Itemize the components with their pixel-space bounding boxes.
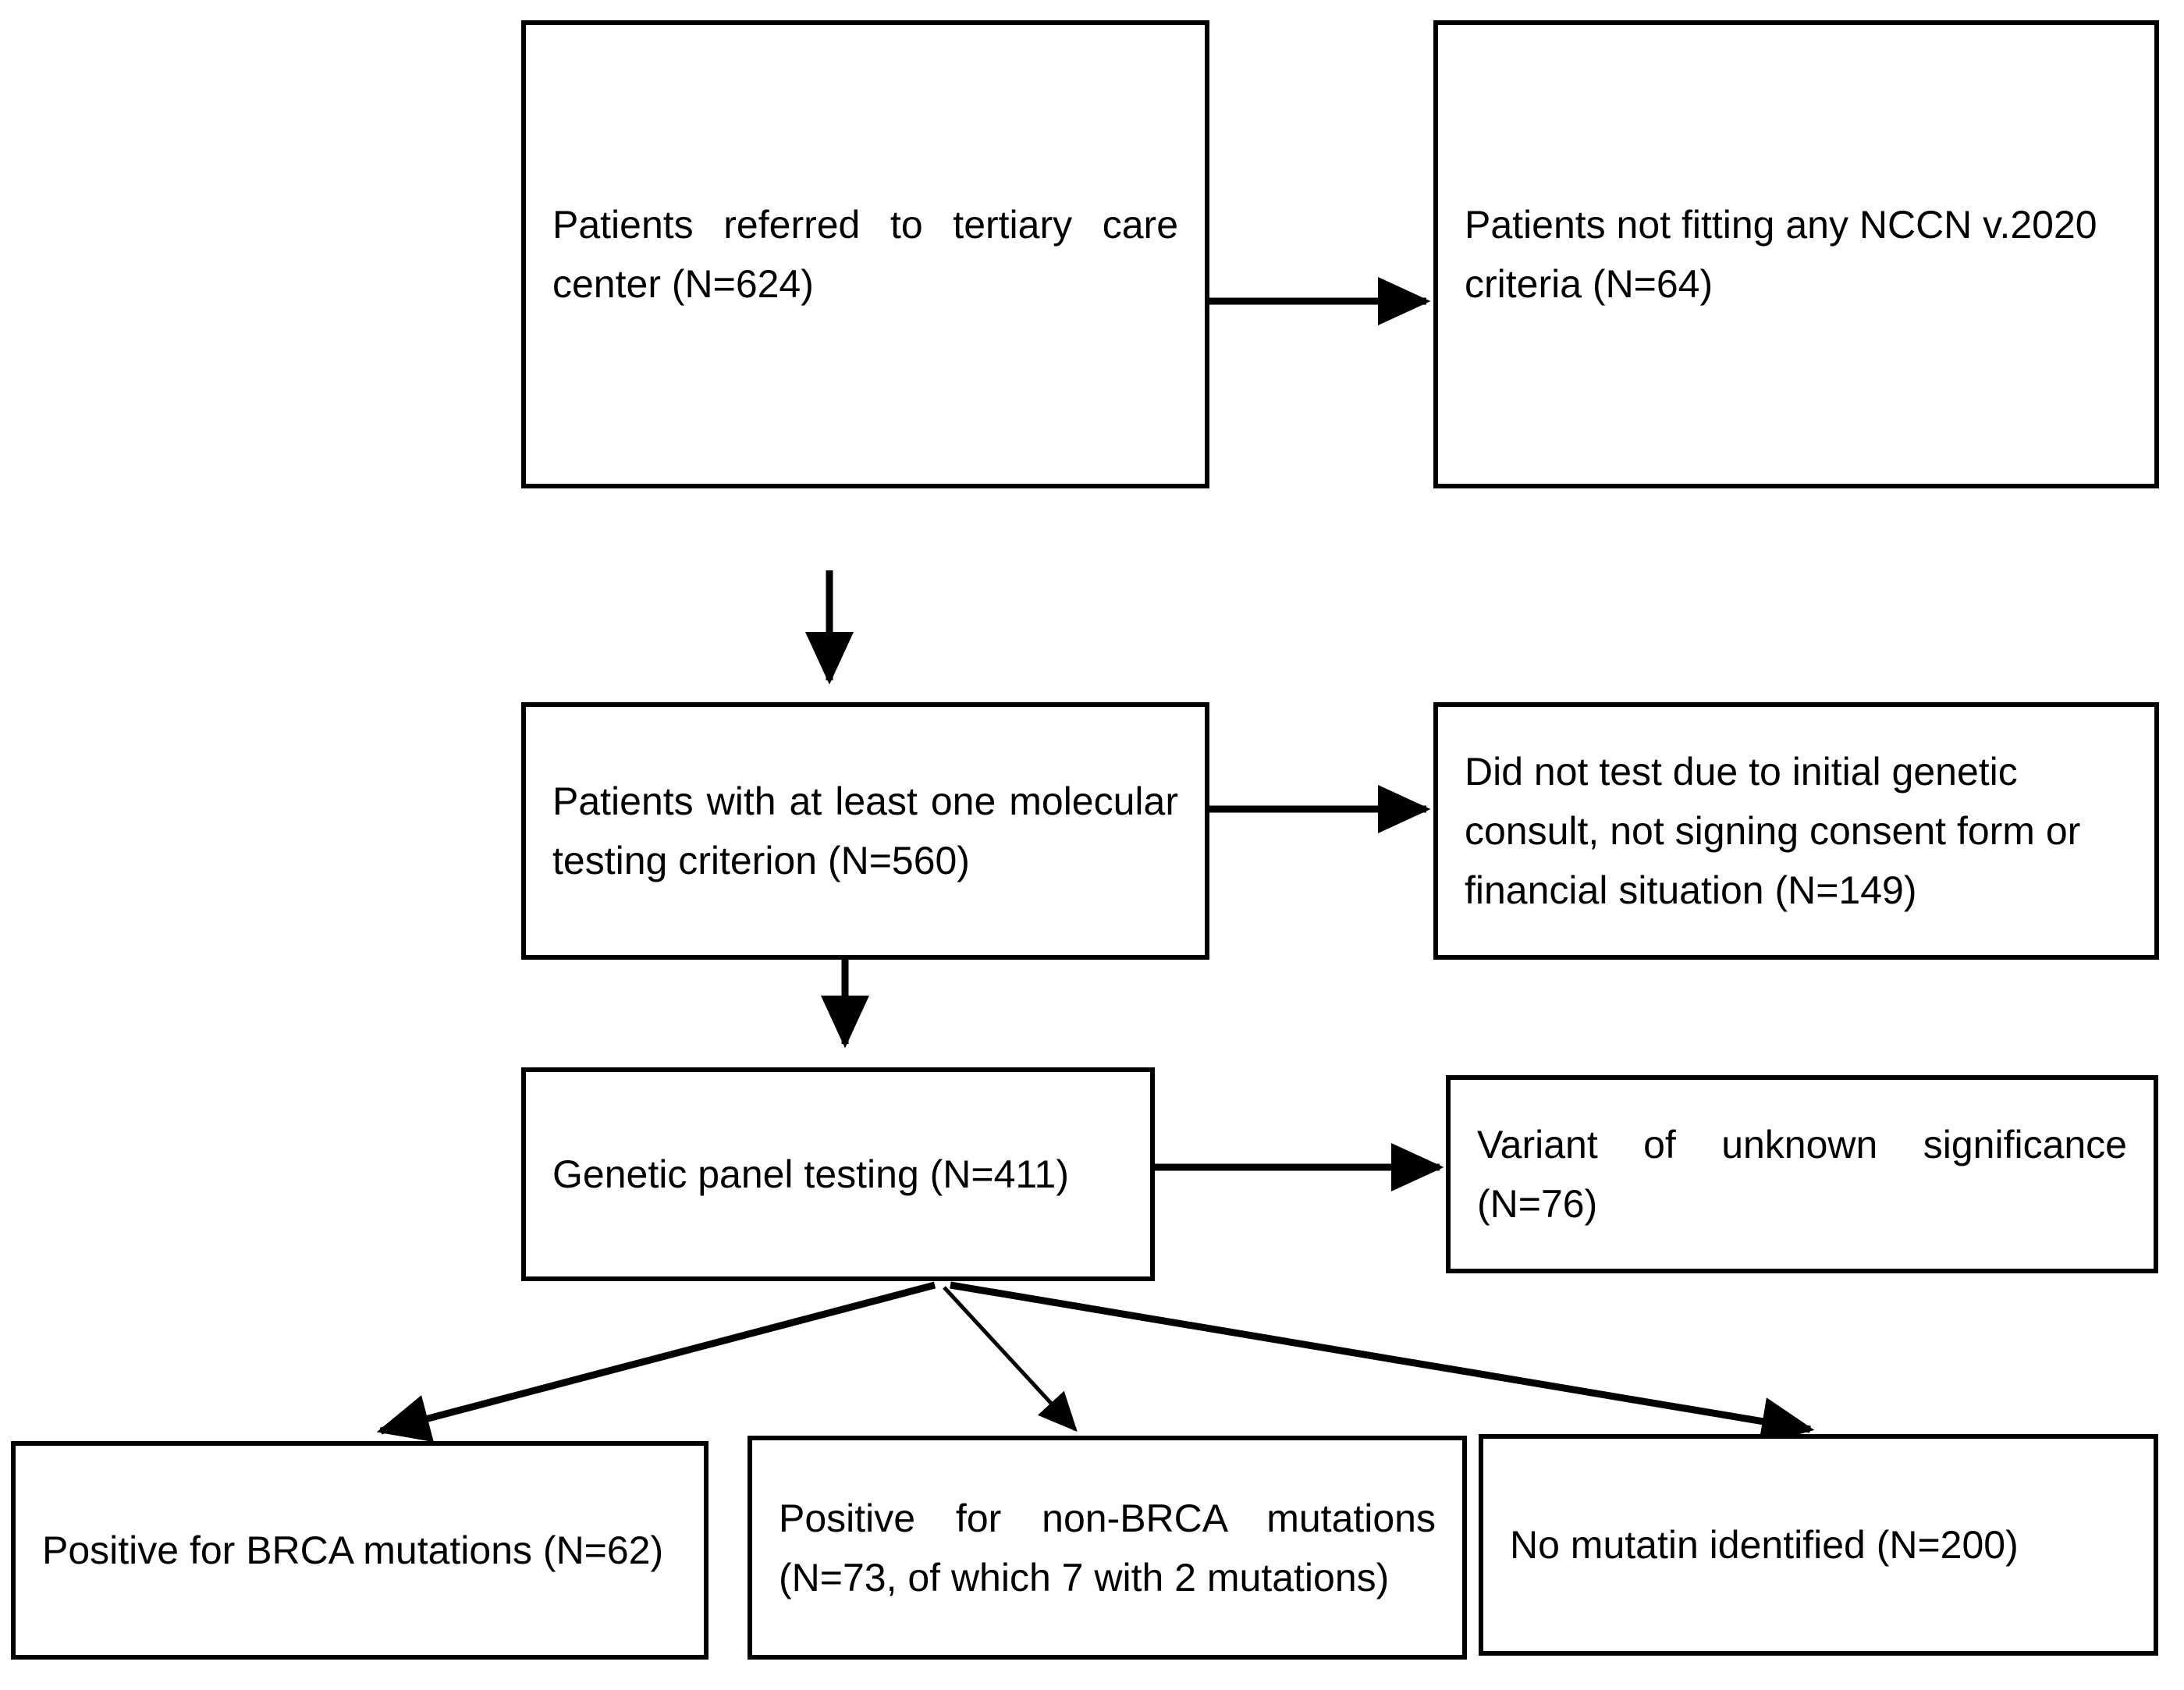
node-genetic-panel-testing[interactable]: Genetic panel testing (N=411) <box>521 1067 1155 1281</box>
node-did-not-test-label: Did not test due to initial genetic cons… <box>1465 750 2092 912</box>
node-patients-not-fitting-criteria[interactable]: Patients not fitting any NCCN v.2020 cri… <box>1433 20 2159 488</box>
node-no-mutation-identified-label: No mutatin identified (N=200) <box>1510 1523 2019 1567</box>
node-genetic-panel-testing-label: Genetic panel testing (N=411) <box>552 1152 1069 1196</box>
edge-panel-testing-to-no-mutation <box>950 1281 1815 1446</box>
edge-panel-testing-to-non-brca <box>943 1286 1078 1432</box>
edge-panel-testing-to-brca <box>376 1281 936 1443</box>
node-did-not-test[interactable]: Did not test due to initial genetic cons… <box>1433 702 2159 960</box>
node-positive-brca[interactable]: Positive for BRCA mutations (N=62) <box>11 1441 708 1660</box>
node-variant-unknown-significance[interactable]: Variant of unknown significance (N=76) <box>1446 1075 2158 1273</box>
node-variant-unknown-significance-label: Variant of unknown significance (N=76) <box>1477 1123 2138 1226</box>
node-patients-referred[interactable]: Patients referred to tertiary care cente… <box>521 20 1209 488</box>
node-positive-brca-label: Positive for BRCA mutations (N=62) <box>42 1528 664 1572</box>
node-patients-referred-label: Patients referred to tertiary care cente… <box>552 203 1189 306</box>
node-no-mutation-identified[interactable]: No mutatin identified (N=200) <box>1479 1434 2158 1656</box>
node-positive-non-brca[interactable]: Positive for non-BRCA mutations (N=73, o… <box>748 1436 1467 1660</box>
node-positive-non-brca-label: Positive for non-BRCA mutations (N=73, o… <box>779 1496 1447 1599</box>
node-patients-not-fitting-criteria-label: Patients not fitting any NCCN v.2020 cri… <box>1465 203 2108 306</box>
node-patients-with-criterion-label: Patients with at least one molecular tes… <box>552 779 1189 882</box>
node-patients-with-criterion[interactable]: Patients with at least one molecular tes… <box>521 702 1209 960</box>
